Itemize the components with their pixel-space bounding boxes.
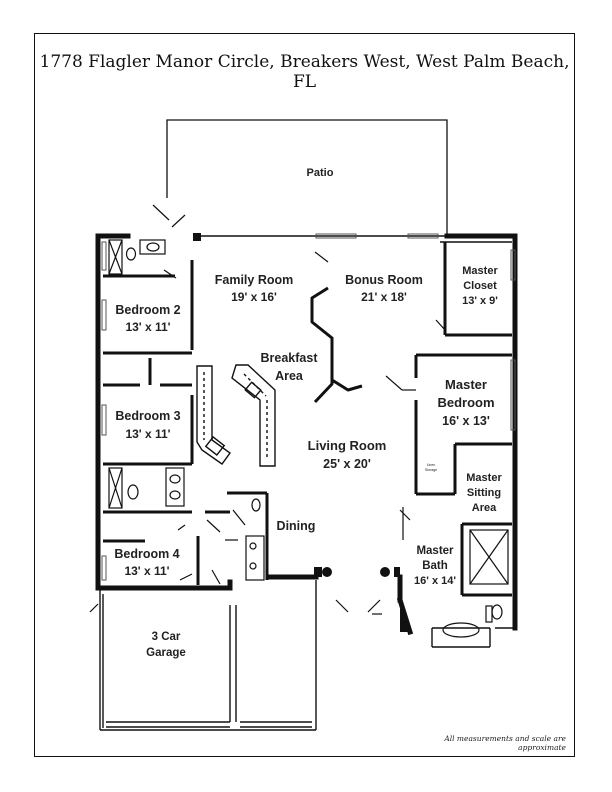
family-room-label: Family Room: [215, 273, 294, 287]
bonus-room-size: 21' x 18': [361, 290, 407, 304]
master-bath-label: Master: [416, 545, 454, 557]
master-bath-label-2: Bath: [422, 560, 448, 572]
master-bedroom-label-2: Bedroom: [437, 395, 494, 410]
bedroom-4-label: Bedroom 4: [114, 547, 179, 561]
pillars: [193, 233, 410, 632]
page-title: 1778 Flagler Manor Circle, Breakers West…: [39, 52, 570, 92]
master-bedroom-size: 16' x 13': [442, 414, 490, 428]
door-swings: [89, 204, 446, 615]
master-sitting-label: Master: [466, 472, 502, 484]
room-labels: Patio Family Room 19' x 16' Bonus Room 2…: [114, 167, 502, 659]
living-room-size: 25' x 20': [323, 457, 371, 471]
bedroom-4-size: 13' x 11': [124, 564, 169, 578]
master-sitting-label-3: Area: [472, 502, 497, 514]
page-border: [34, 33, 575, 757]
master-closet-label-2: Closet: [463, 280, 497, 292]
master-bath-size: 16' x 14': [414, 575, 456, 587]
living-room-label: Living Room: [308, 438, 387, 453]
dining-label: Dining: [277, 519, 316, 533]
bedroom-3-label: Bedroom 3: [115, 409, 180, 423]
bonus-room-label: Bonus Room: [345, 273, 423, 287]
garage-label: 3 Car: [152, 631, 181, 643]
bedroom-2-label: Bedroom 2: [115, 303, 180, 317]
thin-walls: [99, 235, 515, 731]
master-bedroom-label: Master: [445, 377, 487, 392]
kitchen-counters: [196, 364, 276, 467]
breakfast-label: Breakfast: [261, 351, 319, 365]
bedroom-2-size: 13' x 11': [125, 320, 170, 334]
windows: [101, 233, 516, 581]
master-closet-label: Master: [462, 265, 498, 277]
linen-label-2: Storage: [425, 468, 437, 472]
bay-walls: [310, 286, 363, 404]
bath-fixtures: [108, 239, 509, 638]
approximate-note: All measurements and scale are approxima…: [444, 734, 566, 752]
bedroom-3-size: 13' x 11': [125, 427, 170, 441]
interior-walls: [103, 242, 512, 597]
linen-label: Linen: [427, 463, 436, 467]
family-room-size: 19' x 16': [231, 290, 277, 304]
master-sitting-label-2: Sitting: [467, 487, 501, 499]
patio-outline: [166, 119, 448, 234]
breakfast-label-2: Area: [275, 369, 304, 383]
master-closet-size: 13' x 9': [462, 295, 498, 307]
exterior-walls: [95, 233, 518, 636]
patio-label: Patio: [307, 167, 334, 179]
garage-label-2: Garage: [146, 647, 186, 659]
